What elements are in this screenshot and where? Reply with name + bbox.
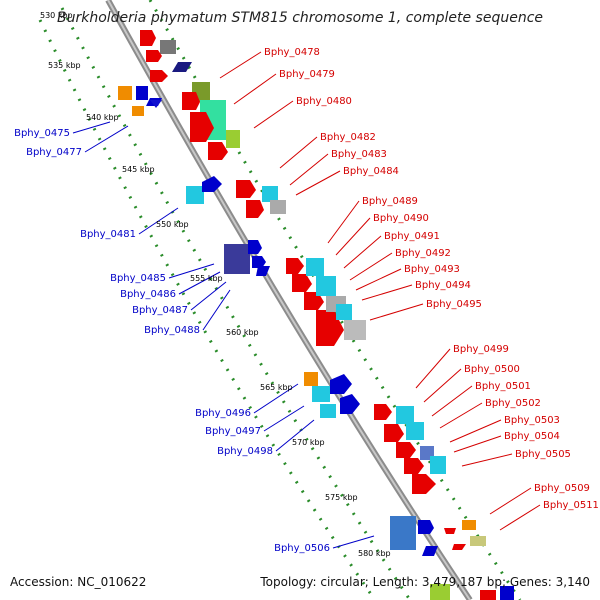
gene-leader-line [499, 504, 541, 531]
gene-label[interactable]: Bphy_0478 [264, 47, 320, 58]
gene-leader-line [72, 121, 111, 134]
gene-leader-line [461, 453, 513, 467]
gene-leader-line [335, 217, 371, 256]
gene-label[interactable]: Bphy_0477 [26, 147, 82, 158]
accession-text: Accession: NC_010622 [10, 575, 146, 589]
gene-label[interactable]: Bphy_0500 [464, 364, 520, 375]
gene-labels: Bphy_0478Bphy_0479Bphy_0480Bphy_0482Bphy… [14, 47, 599, 554]
gene-leader-line [332, 535, 375, 549]
gene-leader-line [349, 252, 393, 281]
scale-tick-label: 545 kbp [122, 165, 155, 174]
gene-leader-line [202, 289, 231, 331]
gene-label[interactable]: Bphy_0497 [205, 426, 261, 437]
scale-tick-label: 540 kbp [86, 113, 119, 122]
gene-label[interactable]: Bphy_0511 [543, 500, 599, 511]
gene-leader-line [279, 136, 318, 169]
chromosome-backbone [105, 0, 473, 600]
gene-leader-line [439, 402, 483, 429]
gene-label[interactable]: Bphy_0486 [120, 289, 176, 300]
gene-leader-line [84, 125, 129, 153]
gene-leader-line [423, 368, 462, 403]
gene-label[interactable]: Bphy_0492 [395, 248, 451, 259]
gene-label[interactable]: Bphy_0498 [217, 446, 273, 457]
scale-tick-label: 560 kbp [226, 328, 259, 337]
scale-ticks: 530 kbp 535 kbp 540 kbp 545 kbp 550 kbp 555 k… [40, 11, 391, 558]
scale-tick-label: 570 kbp [292, 438, 325, 447]
gene-label[interactable]: Bphy_0496 [195, 408, 251, 419]
gene-label[interactable]: Bphy_0480 [296, 96, 352, 107]
topology-text: Topology: circular; Length: 3,479,187 bp… [259, 575, 590, 589]
gene-label[interactable]: Bphy_0504 [504, 431, 560, 442]
gene-label[interactable]: Bphy_0485 [110, 273, 166, 284]
gene-leader-line [431, 385, 473, 417]
gene-label[interactable]: Bphy_0495 [426, 299, 482, 310]
gene-label[interactable]: Bphy_0482 [320, 132, 376, 143]
gene-leader-line [178, 271, 221, 295]
gene-label[interactable]: Bphy_0493 [404, 264, 460, 275]
gene-leader-line [275, 419, 315, 452]
gene-leader-line [295, 170, 341, 196]
label-leader-lines [72, 51, 541, 549]
gene-leader-line [253, 100, 294, 129]
gene-label[interactable]: Bphy_0499 [453, 344, 509, 355]
scale-tick-label: 565 kbp [260, 383, 293, 392]
gene-leader-line [168, 263, 215, 279]
gene-leader-line [190, 281, 227, 311]
gene-leader-line [327, 200, 360, 244]
gene-leader-line [138, 207, 179, 235]
guide-tracks [38, 0, 522, 600]
gene-leader-line [289, 153, 329, 186]
gene-leader-line [415, 348, 451, 389]
gene-leader-line [253, 383, 299, 414]
gene-label[interactable]: Bphy_0484 [343, 166, 399, 177]
gene-label[interactable]: Bphy_0503 [504, 415, 560, 426]
gene-leader-line [263, 405, 305, 432]
scale-tick-label: 535 kbp [48, 61, 81, 70]
gene-leader-line [449, 419, 502, 443]
gene-label[interactable]: Bphy_0506 [274, 543, 330, 554]
gene-label[interactable]: Bphy_0502 [485, 398, 541, 409]
gene-leader-line [343, 235, 382, 269]
chromosome-backbone-highlight [107, 0, 471, 600]
gene-label[interactable]: Bphy_0509 [534, 483, 590, 494]
gene-leader-line [361, 284, 413, 301]
gene-label[interactable]: Bphy_0494 [415, 280, 471, 291]
gene-label[interactable]: Bphy_0501 [475, 381, 531, 392]
scale-tick-label: 575 kbp [325, 493, 358, 502]
gene-leader-line [489, 487, 532, 515]
gene-label[interactable]: Bphy_0490 [373, 213, 429, 224]
gene-label[interactable]: Bphy_0483 [331, 149, 387, 160]
scale-tick-label: 580 kbp [358, 549, 391, 558]
map-title: Burkholderia phymatum STM815 chromosome … [57, 10, 543, 26]
scale-tick-label: 530 kbp [40, 11, 73, 20]
gene-label[interactable]: Bphy_0481 [80, 229, 136, 240]
gene-label[interactable]: Bphy_0479 [279, 69, 335, 80]
gene-label[interactable]: Bphy_0491 [384, 231, 440, 242]
gene-leader-line [369, 303, 424, 321]
gene-label[interactable]: Bphy_0505 [515, 449, 571, 460]
gene-label[interactable]: Bphy_0488 [144, 325, 200, 336]
gene-label[interactable]: Bphy_0489 [362, 196, 418, 207]
gene-label[interactable]: Bphy_0487 [132, 305, 188, 316]
scale-tick-label: 555 kbp [190, 274, 223, 283]
gene-leader-line [355, 268, 402, 291]
gene-features [118, 30, 514, 600]
scale-tick-label: 550 kbp [156, 220, 189, 229]
gene-label[interactable]: Bphy_0475 [14, 128, 70, 139]
gene-leader-line [219, 51, 262, 79]
gene-leader-line [233, 73, 277, 105]
gene-leader-line [453, 435, 502, 453]
